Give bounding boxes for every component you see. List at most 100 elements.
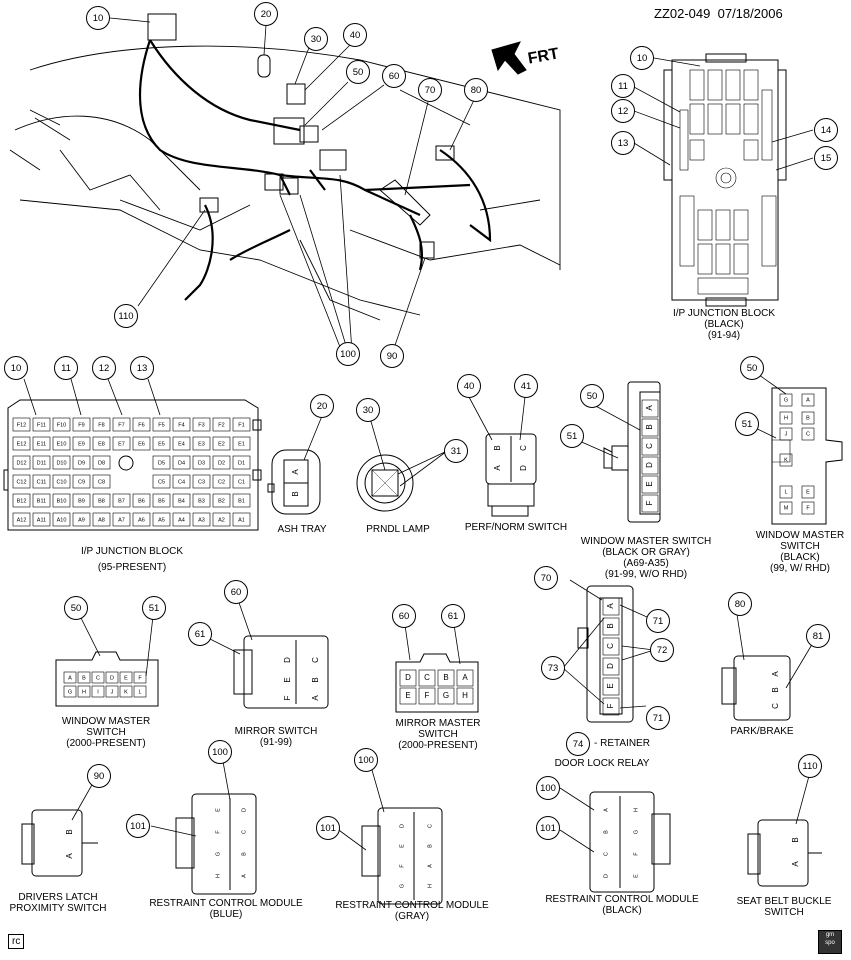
callout: 13 [611, 131, 635, 155]
junction-cavity-label: A7 [118, 517, 125, 523]
pin-label: B [443, 673, 448, 682]
pin-label: H [462, 691, 468, 700]
junction-cavity [32, 436, 51, 451]
pin-label: B [806, 415, 810, 421]
junction-cavity [72, 455, 91, 470]
callout: 31 [444, 439, 468, 463]
junction-cavity-label: B5 [158, 498, 165, 504]
junction-cavity-label: C4 [178, 479, 185, 485]
pin-label: B [791, 837, 800, 842]
junction-cavity-label: A8 [98, 517, 105, 523]
callout: 73 [541, 656, 565, 680]
junction-cavity-label: B1 [238, 498, 245, 504]
pin-label: J [785, 431, 788, 437]
junction-cavity [152, 436, 171, 451]
pin-label: J [111, 689, 114, 695]
callout: 71 [646, 706, 670, 730]
pin-cavity [641, 399, 659, 418]
junction-cavity-label: B11 [37, 498, 46, 504]
junction-cavity-label: A9 [78, 517, 85, 523]
junction-cavity [12, 493, 31, 508]
park-brake-label: PARK/BRAKE [730, 726, 794, 737]
callout: 74 [566, 732, 590, 756]
pin-label: E [806, 489, 810, 495]
pin-cavity [641, 475, 659, 494]
pin-label: A [462, 673, 468, 682]
rc-tag: rc [8, 934, 25, 949]
callout: 50 [346, 60, 370, 84]
callout: 60 [224, 580, 248, 604]
junction-cavity [172, 474, 191, 489]
callout: 10 [4, 356, 28, 380]
pin-cavity [105, 671, 119, 684]
callout: 101 [316, 816, 340, 840]
pin-cavity [418, 669, 436, 687]
pin-cavity [641, 456, 659, 475]
pin-cavity [801, 427, 815, 441]
front-arrow-icon [491, 41, 527, 75]
pin-label: B [427, 844, 433, 848]
junction-cavity-label: D2 [218, 460, 225, 466]
pin-cavity [63, 671, 77, 684]
junction-cavity [112, 493, 131, 508]
callout: 14 [814, 118, 838, 142]
pin-cavity [63, 685, 77, 698]
pin-label: B [493, 445, 502, 450]
junction-cavity [172, 417, 191, 432]
pin-label: H [215, 874, 221, 878]
pin-cavity [602, 657, 620, 676]
junction-cavity [132, 436, 151, 451]
pin-cavity [801, 393, 815, 407]
pin-cavity [779, 393, 793, 407]
junction-cavity [132, 417, 151, 432]
callout: 90 [380, 344, 404, 368]
callout: 80 [728, 592, 752, 616]
pin-label: D [241, 808, 247, 812]
pin-label: F [399, 864, 405, 868]
pin-label: L [138, 689, 141, 695]
pin-label: F [633, 852, 639, 856]
pin-label: E [405, 691, 410, 700]
pin-label: I [97, 689, 99, 695]
junction-cavity [152, 493, 171, 508]
junction-cavity [212, 436, 231, 451]
pin-label: D [603, 874, 609, 878]
pin-label: G [68, 689, 72, 695]
callout: 20 [310, 394, 334, 418]
callout: 50 [64, 596, 88, 620]
park-brake-drawing [721, 607, 818, 721]
pin-cavity [437, 687, 455, 705]
junction-cavity [132, 493, 151, 508]
ash-tray-drawing [267, 415, 323, 515]
junction-cavity [92, 436, 111, 451]
junction-cavity-label: E12 [17, 441, 27, 447]
pin-label: G [399, 884, 405, 888]
pin-label: B [65, 829, 74, 834]
pin-label: D [283, 657, 292, 663]
pin-label: H [82, 689, 86, 695]
pin-label: C [806, 431, 810, 437]
pin-label: C [645, 443, 654, 449]
pin-cavity [602, 597, 620, 616]
junction-cavity [112, 417, 131, 432]
callout: 100 [354, 748, 378, 772]
junction-cavity-label: D5 [158, 460, 165, 466]
junction-cavity [52, 436, 71, 451]
pin-cavity [91, 671, 105, 684]
junction-cavity-label: D8 [98, 460, 105, 466]
junction-cavity [232, 455, 251, 470]
junction-cavity-label: B10 [57, 498, 67, 504]
junction-cavity-label: C1 [238, 479, 245, 485]
vehicle-overview-sketch [9, 45, 561, 321]
mirror-switch-drawing [199, 593, 329, 709]
junction-cavity [152, 455, 171, 470]
callout: 100 [208, 740, 232, 764]
junction-cavity-label: E11 [37, 441, 46, 447]
junction-cavity [232, 474, 251, 489]
junction-cavity [172, 493, 191, 508]
pin-cavity [77, 671, 91, 684]
